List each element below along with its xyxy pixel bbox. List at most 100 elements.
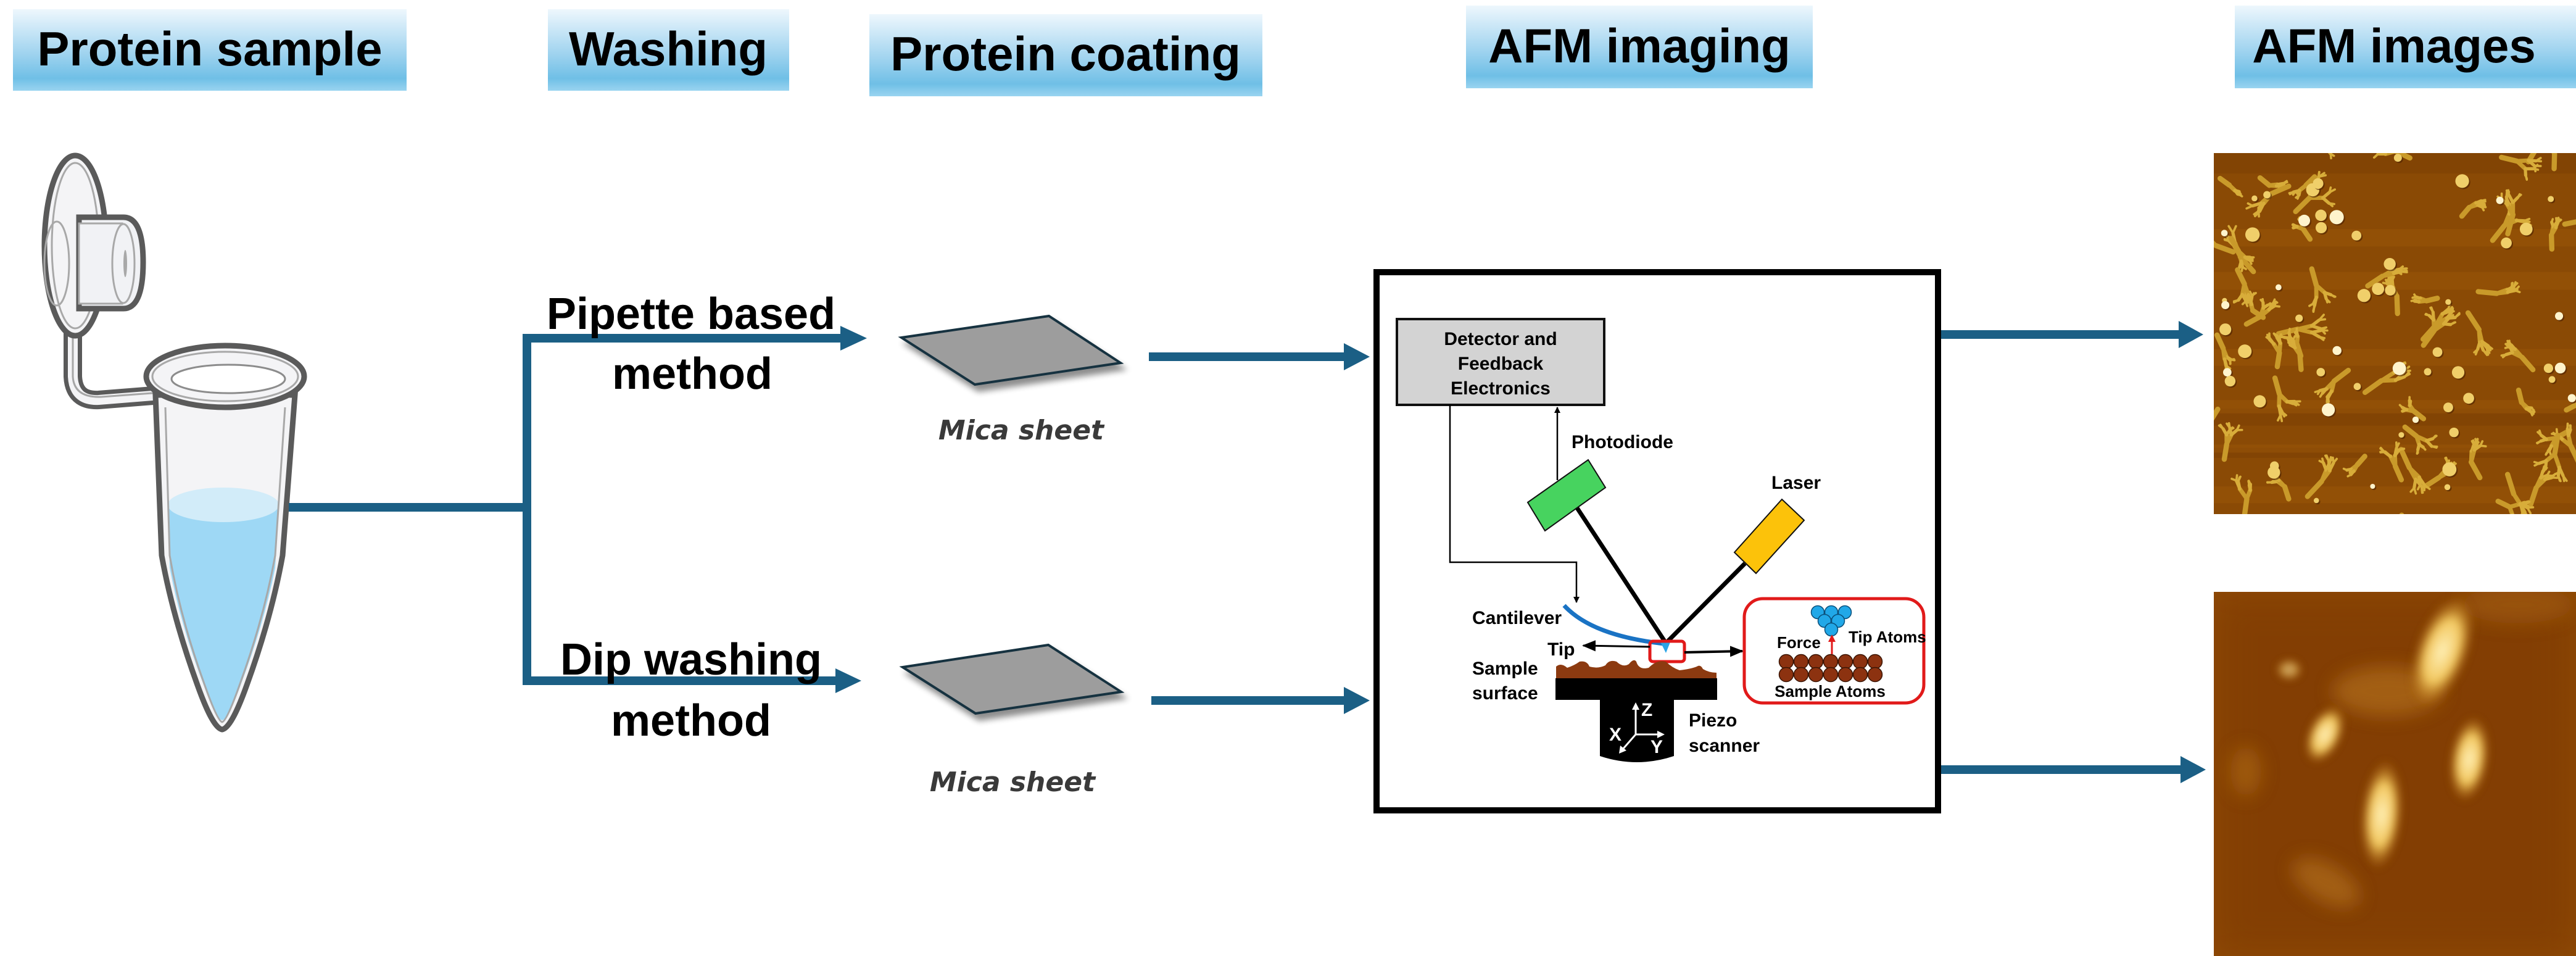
laser-beam [1664, 562, 1747, 645]
particle [2443, 402, 2453, 413]
dendrite-branch [2305, 478, 2324, 499]
dendrite-branch [2287, 339, 2292, 346]
dendrite-branch [2510, 350, 2524, 360]
particle [2298, 214, 2311, 227]
dendrite-branch [2478, 340, 2485, 352]
dendrite-branch [2288, 191, 2295, 194]
dendrite-branch [2526, 506, 2532, 514]
dendrite-branch [2551, 153, 2557, 172]
method-label-line2: method [612, 349, 772, 399]
dendrite-branch [2510, 520, 2511, 523]
washing-flow [289, 326, 867, 693]
dendrite-branch [2232, 225, 2237, 235]
dendrite-branch [2292, 225, 2299, 230]
dendrite-branch [2332, 457, 2338, 464]
dendrite-branch [2329, 379, 2337, 394]
sample-atom [1867, 654, 1883, 670]
dendrite-branch [2499, 154, 2520, 164]
dendrite-branch [2527, 159, 2537, 168]
particle [2543, 364, 2554, 373]
afm-image-rods [2214, 592, 2576, 956]
particle [2442, 462, 2457, 476]
dendrite-branch [2553, 452, 2562, 470]
particle [2398, 432, 2404, 438]
dendrite-branch [2201, 231, 2205, 234]
dendrite-branch [2562, 219, 2576, 227]
dendrite-branch [2516, 193, 2521, 199]
dendrite-branch [2557, 474, 2561, 482]
dendrite-branch [2309, 324, 2322, 331]
dendrite-branch [2235, 424, 2240, 431]
piezo-label-line2: scanner [1689, 736, 1760, 756]
dendrite-branch [2277, 404, 2282, 417]
dendrite-branch [2336, 146, 2340, 148]
dendrite-branch [2271, 301, 2279, 305]
header-label: Protein sample [37, 22, 382, 76]
dendrite-branch [2383, 153, 2397, 156]
particle [2315, 222, 2327, 234]
dendrite-branch [2382, 144, 2388, 146]
sample-atom [1793, 667, 1809, 683]
dendrite-branch [2185, 425, 2193, 430]
tip-label: Tip [1547, 639, 1575, 660]
dendrite-branch [2544, 128, 2548, 133]
washing-method-dip: Dip washing method [560, 635, 822, 746]
particle [2496, 196, 2504, 204]
dendrite-branch [2544, 145, 2549, 146]
dendrite-branch [2551, 473, 2556, 479]
particle [2444, 484, 2451, 491]
dendrite-branch [2192, 441, 2196, 443]
dendrite-branch [2534, 477, 2547, 490]
dendrite-branch [2267, 336, 2276, 346]
cantilever-label: Cantilever [1472, 608, 1562, 628]
y-axis-label: Y [1650, 737, 1663, 757]
header-box [13, 9, 407, 91]
arrow-head-bottom [2180, 756, 2206, 783]
dendrite-branch [2379, 370, 2396, 383]
dendrite-branch [2378, 153, 2380, 154]
dendrite-branch [2507, 193, 2515, 204]
dendrite-branch [2519, 354, 2536, 373]
zoom-inset-arrow [1684, 646, 1744, 657]
particle [2238, 344, 2252, 359]
dendrite-branch [2536, 439, 2542, 445]
dendrite-branch [2235, 474, 2238, 482]
dendrite-branch [2336, 147, 2342, 148]
particle [2424, 368, 2432, 376]
dendrite-branch [2224, 433, 2234, 447]
dendrite-branch [2312, 304, 2316, 312]
dendrite-branch [2566, 433, 2574, 449]
dendrite-branch [2556, 465, 2561, 478]
dendrite-branch [2214, 406, 2221, 421]
header-box [869, 14, 1262, 96]
dendrite-branch [2472, 442, 2479, 452]
photodiode-icon [1526, 459, 1607, 532]
dendrite-branch [2434, 312, 2445, 326]
haze [2292, 858, 2360, 907]
particle [2449, 427, 2459, 438]
detector-label-line2: Feedback [1458, 354, 1544, 374]
dendrite-branch [2378, 153, 2380, 154]
dendrite-branch [2398, 404, 2404, 409]
dendrite-branch [2514, 289, 2521, 294]
arrow-head-bottom [1344, 687, 1370, 714]
arrow-head-top [2179, 321, 2203, 348]
dendrite-branch [2468, 459, 2483, 481]
dendrite-branch [2417, 475, 2422, 487]
method-label-line1: Pipette based [547, 289, 835, 339]
dendrite-branch [2334, 146, 2338, 147]
dendrite-branch [2487, 344, 2492, 352]
dendrite-branch [2382, 281, 2389, 285]
dendrite-branch [2279, 414, 2284, 423]
dendrite-branch [2539, 122, 2543, 126]
particle [2321, 403, 2335, 417]
dendrite-branch [2331, 367, 2351, 384]
dendrite-branch [2477, 327, 2484, 344]
dendrite-branch [2557, 217, 2560, 223]
mica-sheet-bottom: Mica sheet [899, 643, 1125, 798]
dendrite-branch [2380, 268, 2394, 279]
dendrite-branch [2536, 117, 2538, 122]
haze [2462, 592, 2573, 623]
rod-particle [2448, 716, 2490, 802]
header-protein-sample: Protein sample [13, 9, 407, 91]
